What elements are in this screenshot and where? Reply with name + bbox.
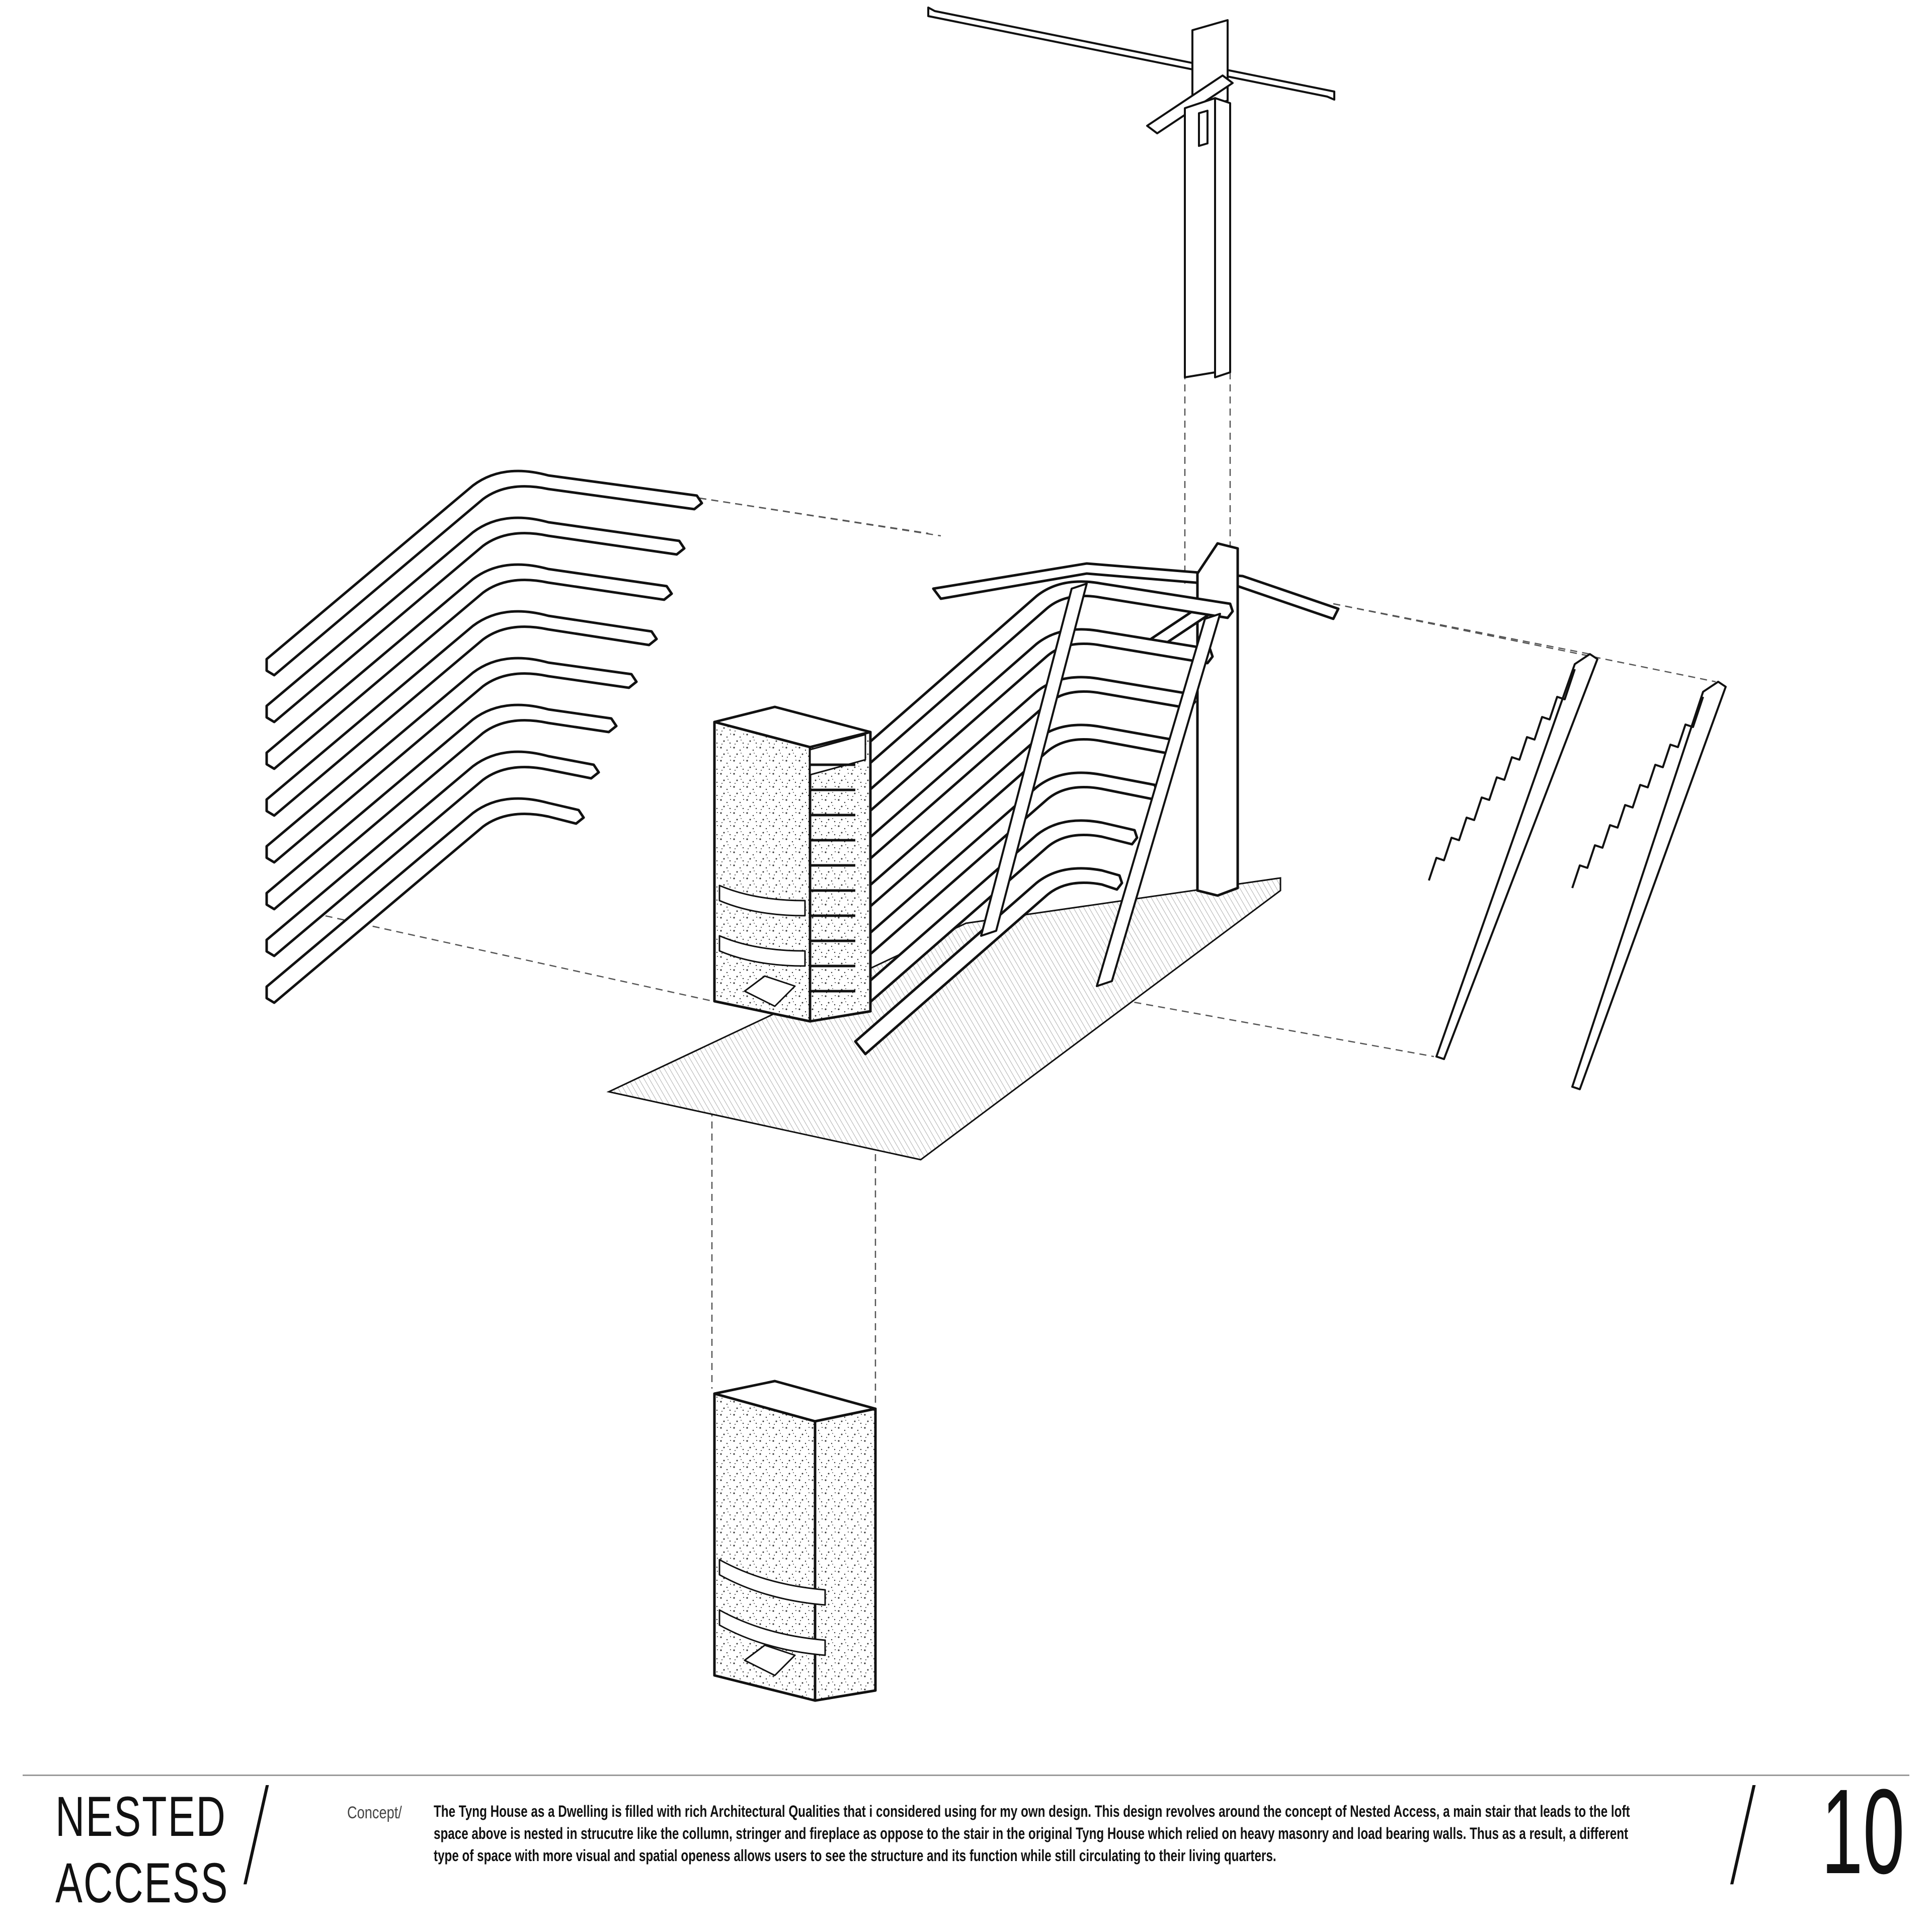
lower-fireplace-icon (713, 1380, 877, 1702)
axonometric-drawing (265, 7, 1727, 1702)
title-line-1: NESTED (55, 1785, 227, 1848)
page-title: NESTED ACCESS (55, 1784, 229, 1916)
exploded-treads-icon (265, 469, 703, 1004)
title-separator: / (241, 1761, 272, 1902)
concept-label: Concept/ (347, 1803, 402, 1822)
page-number: 10 (1821, 1764, 1905, 1899)
footer-rule (23, 1775, 1909, 1776)
title-line-2: ACCESS (55, 1852, 229, 1914)
concept-description: The Tyng House as a Dwelling is filled w… (434, 1802, 1630, 1865)
stringer-icon (1428, 653, 1727, 1090)
column-beam-icon (927, 7, 1335, 378)
page-separator: / (1728, 1761, 1758, 1902)
fireplace-core-icon (713, 705, 872, 1023)
assembled-stair-icon (854, 542, 1340, 1056)
